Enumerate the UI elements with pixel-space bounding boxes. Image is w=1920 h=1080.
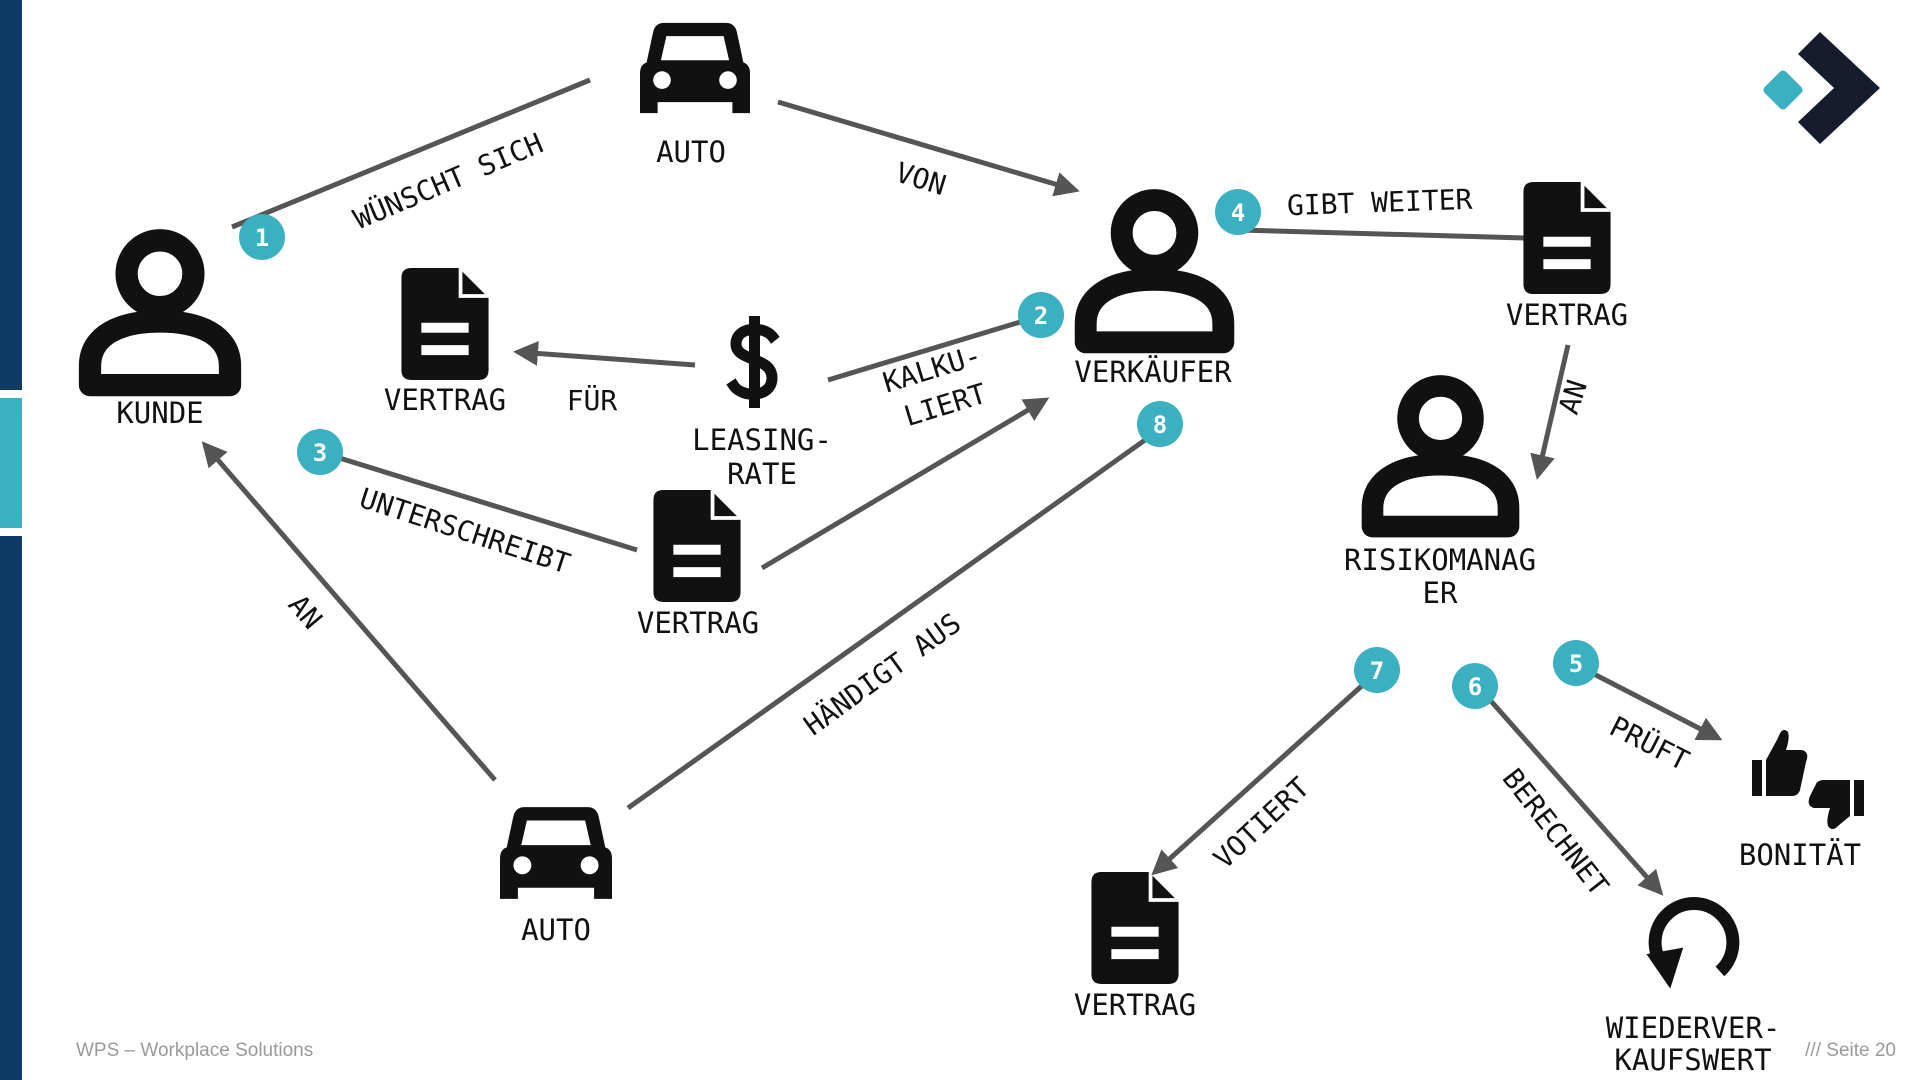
step-badge-4-number: 4 (1231, 199, 1245, 227)
label-kunde: KUNDE (116, 396, 203, 430)
edge-label-berechnet: BERECHNET (1496, 762, 1615, 902)
step-badge-2-number: 2 (1034, 302, 1048, 330)
edge-auto-kunde (201, 441, 497, 782)
edge-label-gibt-weiter: GIBT WEITER (1286, 183, 1473, 222)
sidebar-strip-top (0, 0, 22, 390)
step-badge-8: 8 (1137, 401, 1183, 447)
step-badge-7: 7 (1354, 647, 1400, 693)
label-vertrag-top-right: VERTRAG (1506, 298, 1628, 332)
edge-label-von: VON (892, 156, 950, 202)
edge-risikomanager-vertrag (1151, 681, 1367, 876)
edge-risikomanager-wiederverkaufswert (1488, 698, 1664, 896)
edge-label-votiert: VOTIERT (1207, 771, 1316, 876)
sidebar-strip-bottom (0, 536, 22, 1080)
edge-vertrag-risikomanager (1530, 344, 1571, 480)
person-icon-kunde (90, 240, 230, 385)
edge-risikomanager-bonitaet (1588, 669, 1723, 741)
edge-kunde-auto (231, 77, 591, 230)
sidebar-strip-accent (0, 398, 22, 528)
label-vertrag-bottom: VERTRAG (1074, 988, 1196, 1022)
edge-verkaeufer-auto (626, 437, 1147, 811)
thumbs-icon (1752, 730, 1864, 829)
step-badge-5: 5 (1553, 640, 1599, 686)
label-verkaeufer: VERKÄUFER (1074, 355, 1232, 389)
dollar-icon (734, 316, 772, 408)
step-badge-3-number: 3 (313, 439, 327, 467)
edge-label-an-left: AN (282, 588, 329, 635)
edge-labels: WÜNSCHT SICH VON GIBT WEITER FÜR KALKU- … (282, 126, 1695, 903)
step-badge-7-number: 7 (1370, 657, 1384, 685)
person-icon-verkaeufer (1086, 200, 1224, 342)
document-icon-top-right (1523, 182, 1611, 294)
document-icon-middle (653, 490, 741, 602)
edge-verkaeufer-vertrag (1237, 227, 1526, 241)
step-badge-6: 6 (1452, 663, 1498, 709)
label-vertrag-middle: VERTRAG (637, 606, 759, 640)
edge-auto-verkaeufer (777, 99, 1080, 197)
step-badge-1: 1 (239, 214, 285, 260)
label-wiederverkaufswert-line1: WIEDERVER- (1606, 1011, 1781, 1045)
document-icon-bottom (1091, 872, 1179, 984)
document-icon-left (401, 268, 489, 380)
step-badge-4: 4 (1215, 189, 1261, 235)
label-risikomanager-line2: ER (1423, 576, 1458, 610)
footer-page-number: /// Seite 20 (1805, 1040, 1896, 1061)
edge-vertrag-verkaeufer (760, 397, 1050, 571)
footer-company: WPS – Workplace Solutions (76, 1040, 314, 1061)
brand-logo (1763, 32, 1880, 144)
edge-kunde-vertrag (319, 449, 638, 553)
label-wiederverkaufswert-line2: KAUFSWERT (1614, 1043, 1771, 1077)
edge-verkaeufer-leasingrate (827, 313, 1041, 383)
edge-leasingrate-vertrag (513, 340, 696, 368)
car-icon-bottom (500, 807, 612, 899)
label-leasing-rate-line1: LEASING- (692, 423, 832, 457)
logo-diamond (1763, 70, 1803, 110)
step-badge-6-number: 6 (1468, 673, 1482, 701)
step-badge-1-number: 1 (255, 224, 269, 252)
label-leasing-rate-line2: RATE (727, 457, 797, 491)
label-vertrag-left: VERTRAG (384, 383, 506, 417)
logo-chevron (1798, 32, 1880, 144)
step-badge-2: 2 (1018, 292, 1064, 338)
label-bonitaet: BONITÄT (1739, 838, 1861, 872)
cycle-icon (1646, 904, 1732, 989)
edge-label-fuer: FÜR (567, 383, 618, 417)
connection-lines (201, 77, 1723, 896)
label-auto-bottom: AUTO (521, 913, 591, 947)
label-auto-top: AUTO (656, 135, 726, 169)
person-icon-risikomanager (1373, 386, 1509, 527)
step-badge-5-number: 5 (1569, 650, 1583, 678)
edge-label-wuenscht-sich: WÜNSCHT SICH (348, 126, 548, 236)
label-risikomanager-line1: RISIKOMANAG (1344, 543, 1536, 577)
step-badges: 1 2 3 4 5 6 7 8 (239, 189, 1599, 709)
step-badge-3: 3 (297, 429, 343, 475)
step-badge-8-number: 8 (1153, 411, 1167, 439)
car-icon-top (640, 22, 750, 114)
node-labels: KUNDE AUTO VERKÄUFER VERTRAG VERTRAG LEA… (116, 135, 1861, 1077)
